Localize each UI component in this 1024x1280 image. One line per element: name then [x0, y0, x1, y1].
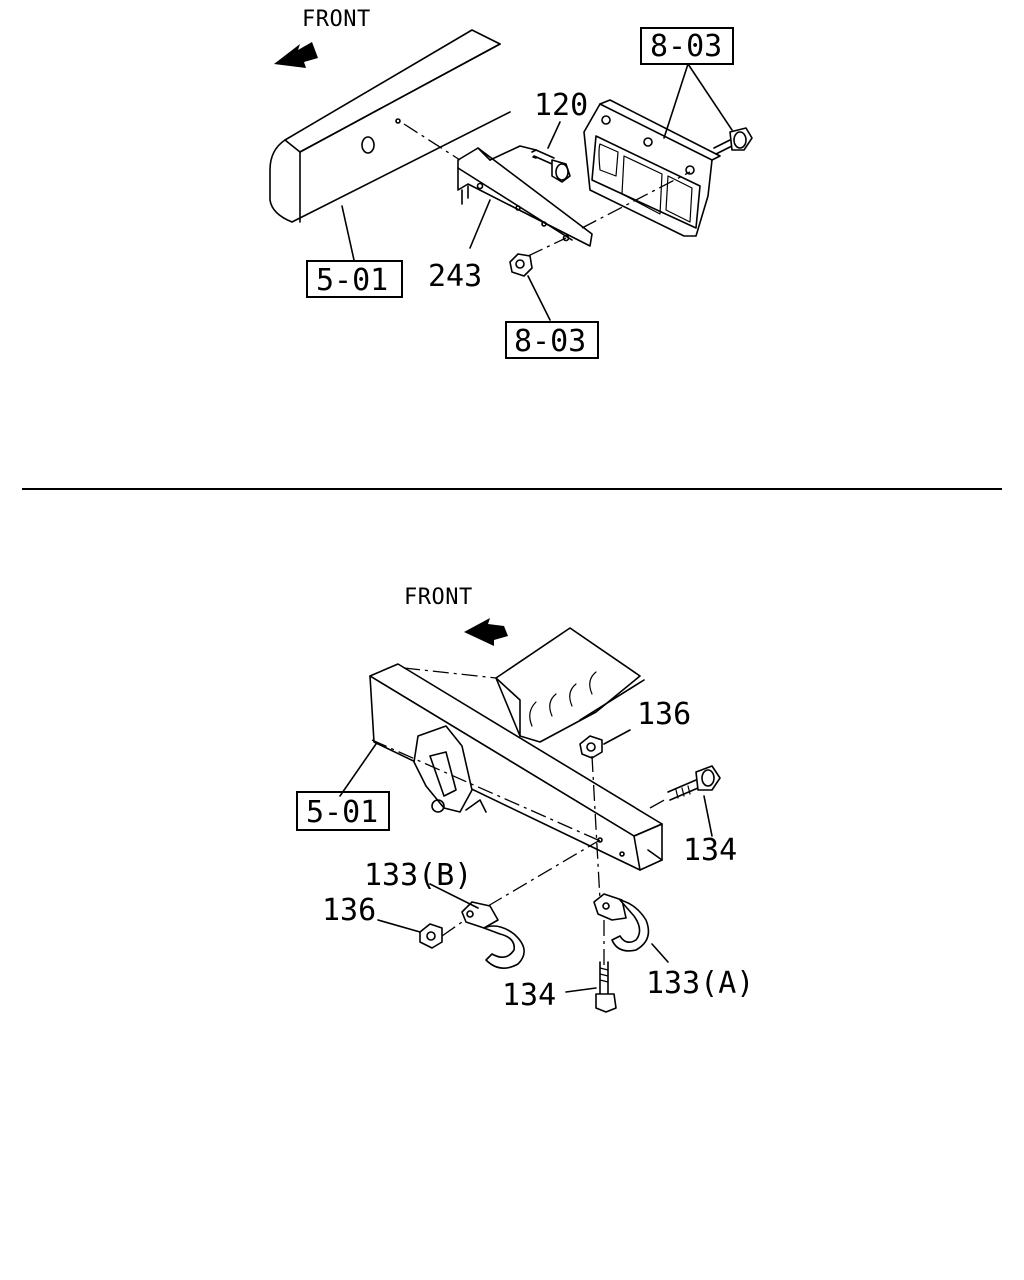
front-label-top: FRONT	[302, 7, 371, 32]
part-number-136-upper: 136	[637, 697, 691, 732]
bottom-diagram: FRONT	[296, 585, 754, 1013]
part-number-133b: 133(B)	[364, 858, 472, 893]
part-number-134-right: 134	[683, 833, 737, 868]
bolt-134-right	[667, 765, 721, 801]
bolt-upper-right	[713, 127, 753, 155]
nut-136-left	[419, 923, 443, 949]
ref-5-01-top: 5-01	[316, 263, 388, 298]
front-arrow-icon	[274, 42, 318, 68]
ref-5-01-bottom: 5-01	[306, 795, 378, 830]
bolt-134-lower	[595, 961, 617, 1013]
part-number-136-left: 136	[322, 893, 376, 928]
part-number-120: 120	[534, 88, 588, 123]
cross-member	[369, 627, 663, 871]
part-number-134-lower: 134	[502, 978, 556, 1013]
part-number-243: 243	[428, 259, 482, 294]
front-label-bottom: FRONT	[404, 585, 473, 610]
front-arrow-icon	[464, 618, 508, 646]
ref-8-03-upper: 8-03	[650, 29, 722, 64]
ref-8-03-lower: 8-03	[514, 324, 586, 359]
tow-hook-133a	[593, 893, 650, 952]
bracket-243	[457, 145, 593, 247]
module-housing	[583, 99, 721, 237]
frame-rail-top	[269, 29, 511, 223]
top-diagram: FRONT	[269, 7, 753, 359]
bolt-120	[531, 149, 571, 183]
nut-lower	[509, 253, 533, 277]
tow-hook-133b	[461, 901, 525, 969]
part-number-133a: 133(A)	[646, 966, 754, 1001]
nut-136-upper	[579, 735, 603, 759]
